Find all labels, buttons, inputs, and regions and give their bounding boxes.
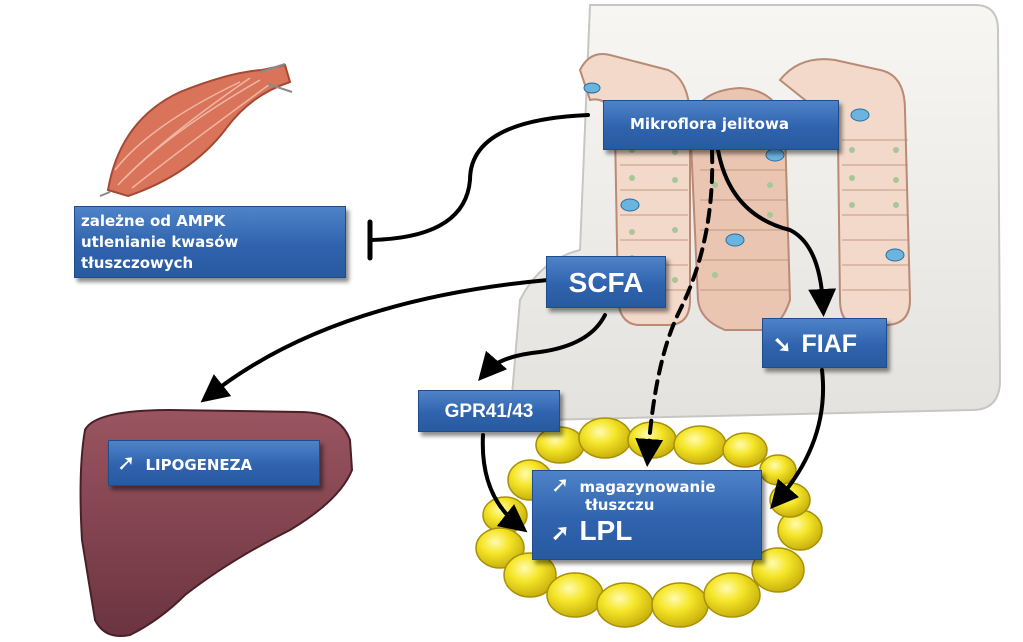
decrease-arrow-icon: ➘: [773, 332, 792, 357]
tluszczu-label: tłuszczu: [585, 496, 655, 514]
arrows: [200, 113, 837, 533]
arrow-mikro-to-fiaf: [716, 148, 837, 317]
arrow-scfa-to-gpr: [478, 313, 607, 382]
arrow-mikro-to-fat-dashed: [635, 148, 715, 467]
arrow-scfa-to-liver: [200, 278, 550, 403]
arrow-fiaf-to-fat: [770, 368, 826, 510]
increase-arrow-icon: ➚: [551, 520, 570, 545]
lipogeneza-box: ➚ LIPOGENEZA: [108, 440, 320, 486]
mikroflora-label: Mikroflora jelitowa: [630, 115, 789, 133]
lpl-label: LPL: [579, 515, 633, 546]
scfa-box: SCFA: [546, 256, 666, 308]
lipogeneza-label: LIPOGENEZA: [145, 456, 253, 474]
arrow-gpr-to-fat: [480, 433, 528, 533]
fat-cells-illustration: [475, 417, 823, 628]
gpr-label: GPR41/43: [444, 401, 534, 422]
gpr-box: GPR41/43: [418, 390, 560, 432]
ampk-line-1: zależne od AMPK: [81, 212, 226, 230]
fat-storage-box: ➚ magazynowanie tłuszczu ➚ LPL: [532, 470, 762, 560]
mikroflora-box: Mikroflora jelitowa: [603, 100, 839, 150]
increase-arrow-icon: ➚: [551, 473, 570, 498]
fiaf-label: FIAF: [801, 330, 857, 358]
scfa-label: SCFA: [568, 267, 644, 298]
increase-arrow-icon: ➚: [117, 451, 136, 476]
fiaf-box: ➘ FIAF: [762, 318, 887, 368]
ampk-line-2: utlenianie kwasów: [81, 233, 239, 251]
ampk-line-3: tłuszczowych: [81, 254, 194, 272]
magazynowanie-label: magazynowanie: [579, 478, 716, 496]
inhibition-arrow: [368, 113, 590, 242]
muscle-illustration: [99, 63, 293, 198]
ampk-oxidation-box: zależne od AMPK utlenianie kwasów tłuszc…: [74, 206, 346, 278]
